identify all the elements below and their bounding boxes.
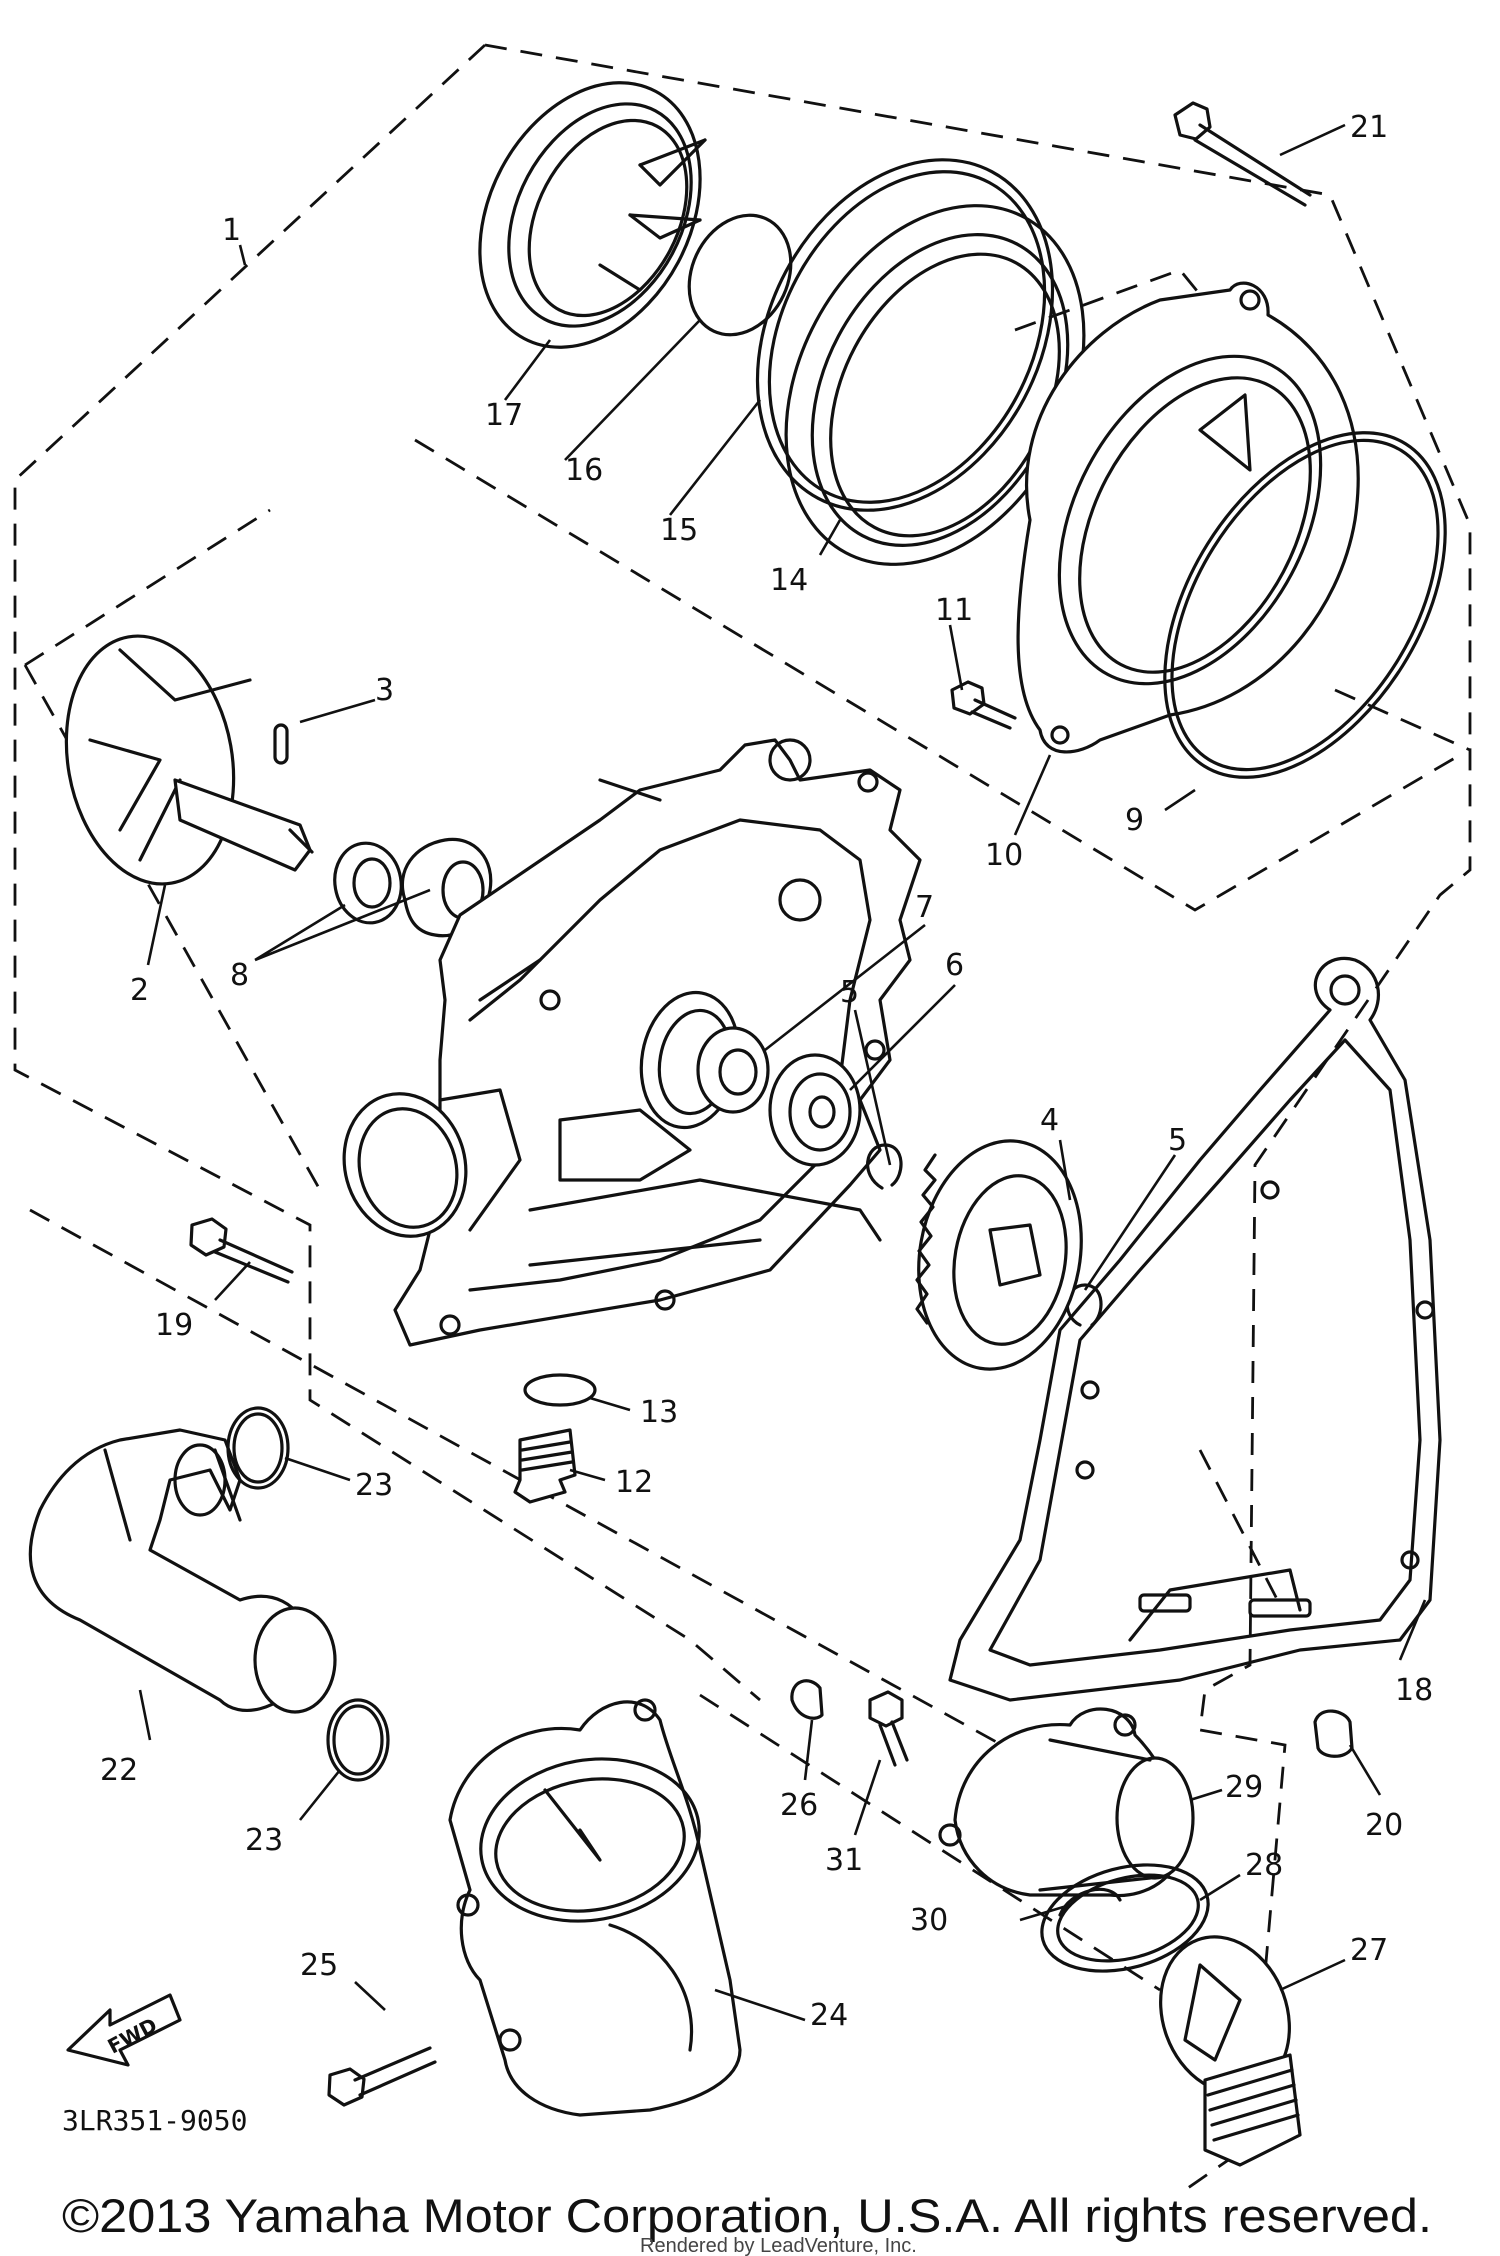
callout-29: 29 <box>1225 1770 1263 1805</box>
cap-20 <box>1313 1709 1354 1758</box>
thermostat-27 <box>1159 1935 1302 2167</box>
callout-21: 21 <box>1350 110 1388 145</box>
assembly-boundary <box>13 43 1472 2192</box>
bearing-7 <box>696 1026 770 1114</box>
part-code: 3LR351-9050 <box>62 2104 247 2137</box>
impeller-2 <box>64 634 314 886</box>
bolt-31 <box>868 1690 909 1767</box>
callout-9: 9 <box>1125 803 1144 838</box>
callout-25: 25 <box>300 1948 338 1983</box>
callout-17: 17 <box>485 398 523 433</box>
callout-2: 2 <box>130 973 149 1008</box>
circlip-5a <box>866 1143 903 1190</box>
oring-23b <box>326 1698 390 1782</box>
elbow-pipe-22 <box>28 1428 337 1714</box>
callout-16: 16 <box>565 453 603 488</box>
callout-20: 20 <box>1365 1808 1403 1843</box>
callout-27: 27 <box>1350 1933 1388 1968</box>
callout-22: 22 <box>100 1753 138 1788</box>
pin-3 <box>273 723 289 765</box>
callout-5a: 5 <box>840 975 859 1010</box>
callout-18: 18 <box>1395 1673 1433 1708</box>
callout-28: 28 <box>1245 1848 1283 1883</box>
callout-8: 8 <box>230 958 249 993</box>
thermostat-housing-24 <box>448 1698 742 2117</box>
cap-17 <box>478 81 707 349</box>
long-bolt-21 <box>1173 101 1312 207</box>
disc-16 <box>687 213 793 337</box>
callout-30: 30 <box>910 1903 948 1938</box>
leader-lines <box>138 123 1427 2022</box>
cap-26 <box>790 1679 824 1720</box>
callout-10: 10 <box>985 838 1023 873</box>
callout-26: 26 <box>780 1788 818 1823</box>
pump-housing <box>342 738 922 1347</box>
circlip-5b <box>1065 1283 1103 1327</box>
callout-15: 15 <box>660 513 698 548</box>
callout-13: 13 <box>640 1395 678 1430</box>
gear-4 <box>915 1139 1083 1371</box>
callout-5b: 5 <box>1168 1123 1187 1158</box>
washer-13 <box>523 1373 597 1407</box>
oring-9 <box>1163 431 1447 779</box>
thermostat-cover-29 <box>938 1707 1195 1898</box>
bolt-25 <box>327 2046 437 2107</box>
callout-19: 19 <box>155 1308 193 1343</box>
gasket-18 <box>948 956 1442 1702</box>
callout-1: 1 <box>222 213 241 248</box>
callout-12: 12 <box>615 1465 653 1500</box>
callout-23a: 23 <box>355 1468 393 1503</box>
callout-labels: 1 2 3 4 5 5 6 7 8 9 10 11 12 13 14 15 16… <box>100 110 1433 2033</box>
callout-11: 11 <box>935 593 973 628</box>
callout-6: 6 <box>945 948 964 983</box>
bearing-6 <box>768 1053 862 1167</box>
copyright-notice: ©2013 Yamaha Motor Corporation, U.S.A. A… <box>62 2189 1432 2242</box>
callout-4: 4 <box>1040 1103 1059 1138</box>
callout-7: 7 <box>915 890 934 925</box>
housing-cover-10 <box>1016 281 1360 754</box>
oring-23a <box>226 1406 290 1490</box>
bolt-11 <box>950 680 1017 730</box>
bolt-19 <box>189 1217 294 1284</box>
callout-31: 31 <box>825 1843 863 1878</box>
callout-3: 3 <box>375 673 394 708</box>
fwd-arrow-icon: FWD <box>66 1993 182 2067</box>
callout-23b: 23 <box>245 1823 283 1858</box>
rendered-by-notice: Rendered by LeadVenture, Inc. <box>640 2235 917 2256</box>
callout-14: 14 <box>770 563 808 598</box>
drain-bolt-12 <box>513 1428 577 1504</box>
callout-24: 24 <box>810 1998 848 2033</box>
